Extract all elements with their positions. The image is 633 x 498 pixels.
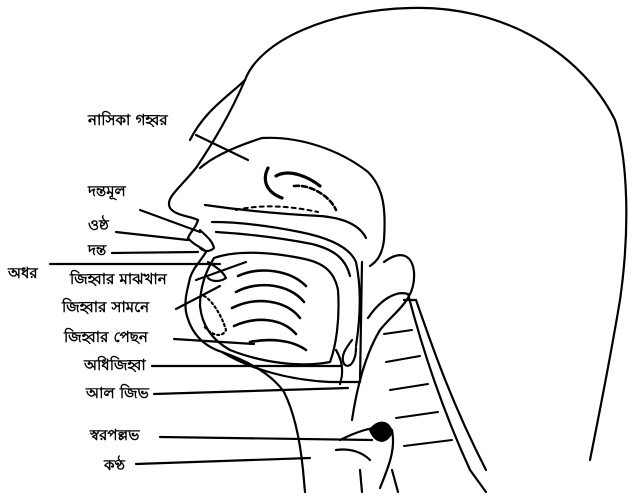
vocal-folds bbox=[370, 423, 392, 441]
turbinate-upper bbox=[265, 168, 320, 198]
leader-throat bbox=[136, 458, 310, 464]
leader-vocal-cords bbox=[160, 437, 372, 440]
label-lower-lip: অধর bbox=[8, 266, 38, 281]
label-upper-lip: ওষ্ঠ bbox=[88, 218, 109, 233]
tongue-muscle-lines bbox=[232, 271, 306, 350]
label-epiglottis: অধিজিহ্বা bbox=[84, 358, 146, 373]
head-outline bbox=[190, 8, 626, 460]
trachea bbox=[360, 470, 398, 492]
leader-alveolar-ridge bbox=[140, 210, 200, 232]
leader-tongue-back bbox=[174, 339, 254, 344]
label-throat: কণ্ঠ bbox=[104, 458, 125, 473]
label-vocal-cords: স্বরপল্লভ bbox=[90, 428, 139, 443]
uvula-shape bbox=[343, 340, 356, 366]
label-nasal-cavity: নাসিকা গহ্বর bbox=[88, 113, 168, 128]
label-tongue-back: জিহ্বার পেছন bbox=[64, 330, 148, 345]
leader-upper-lip bbox=[116, 232, 188, 240]
nasal-cavity-outline bbox=[200, 138, 385, 266]
label-tongue-middle: জিহ্বার মাঝখান bbox=[70, 272, 167, 287]
turbinate-middle bbox=[294, 186, 336, 210]
label-soft-palate-tip: আল জিভ bbox=[86, 386, 149, 401]
label-alveolar-ridge: দন্তমূল bbox=[88, 184, 126, 199]
leader-teeth bbox=[112, 252, 198, 253]
leader-tongue-front bbox=[176, 286, 220, 309]
label-teeth: দন্ত bbox=[88, 243, 106, 258]
leader-soft-palate-tip bbox=[154, 388, 348, 394]
spine-vertebrae bbox=[384, 330, 452, 446]
label-tongue-front: জিহ্বার সামনে bbox=[62, 300, 149, 315]
face-outline bbox=[169, 80, 305, 492]
